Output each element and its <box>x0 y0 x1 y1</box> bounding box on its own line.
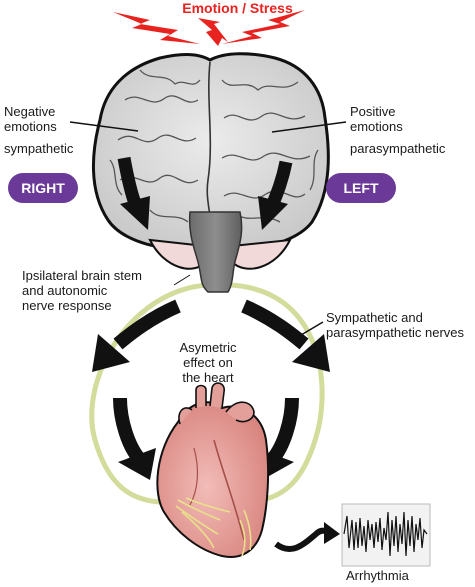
nerve-loop <box>89 282 325 505</box>
brainstem-label-line: Ipsilateral brain stem <box>22 268 142 283</box>
left-emotion-line2: emotions <box>4 119 57 134</box>
heart-effect-line: Asymetric <box>179 340 237 355</box>
left-emotion-line1: Negative <box>4 104 56 119</box>
heart-effect-line: effect on <box>183 355 233 370</box>
arrow-to-ecg <box>274 522 340 552</box>
arrow-left-lower <box>113 397 156 480</box>
brainstem-label-line: and autonomic <box>22 283 108 298</box>
left-emotion-label: Negative emotions <box>4 104 57 134</box>
right-emotion-label: Positive emotions <box>350 104 403 134</box>
right-emotion-line1: Positive <box>350 104 396 119</box>
right-emotion-line2: emotions <box>350 119 403 134</box>
arrow-left-brain <box>117 156 150 230</box>
arrow-right-brain <box>258 160 293 230</box>
left-system-label: sympathetic <box>4 141 74 156</box>
arrow-right-mid <box>241 299 330 372</box>
brainstem-label-line: nerve response <box>22 298 112 313</box>
nerves-label-line: parasympathetic nerves <box>326 325 465 340</box>
arrhythmia-label: Arrhythmia <box>346 568 409 583</box>
lightning-left-icon <box>113 12 200 44</box>
nerves-label: Sympathetic and parasympathetic nerves <box>326 310 464 340</box>
diagram-title: Emotion / Stress <box>182 0 293 16</box>
nerves-label-line: Sympathetic and <box>326 310 423 325</box>
lightning-right-icon <box>222 10 305 44</box>
brainstem-label: Ipsilateral brain stem and autonomic ner… <box>22 268 142 313</box>
heart-effect-line: the heart <box>182 370 234 385</box>
hemisphere-right-badge: RIGHT <box>8 173 78 203</box>
right-system-label: parasympathetic <box>350 141 446 156</box>
heart-illustration <box>156 382 270 558</box>
hemisphere-left-badge: LEFT <box>326 173 396 203</box>
heart-effect-label: Asymetric effect on the heart <box>168 340 248 385</box>
ecg-tracing <box>341 503 431 567</box>
arrow-left-mid <box>92 299 181 372</box>
lightning-center-icon <box>198 18 228 46</box>
